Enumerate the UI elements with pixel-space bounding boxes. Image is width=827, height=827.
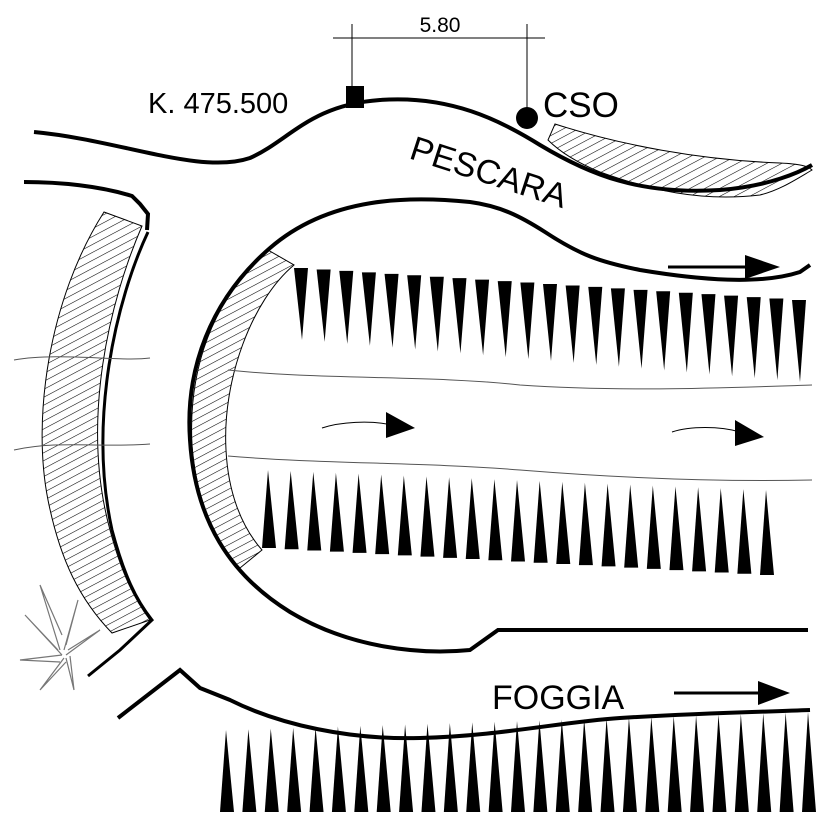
tree-symbol — [633, 289, 648, 369]
tree-row-middle — [262, 470, 774, 575]
river-bank-lower — [13, 443, 813, 482]
tree-symbol — [287, 727, 302, 812]
tree-symbol — [466, 722, 481, 812]
tree-symbol — [284, 470, 299, 550]
tree-symbol — [497, 281, 512, 358]
cso-label: CSO — [543, 86, 619, 125]
left-road-outer-edge — [23, 180, 151, 231]
tree-symbol — [760, 490, 774, 575]
tree-symbol — [724, 295, 739, 377]
tree-symbol — [465, 478, 480, 560]
tree-symbol — [384, 273, 399, 348]
river-flow-arrow — [671, 420, 764, 446]
tree-symbol — [399, 724, 414, 812]
dimension-marker — [333, 24, 545, 112]
tree-symbol — [734, 714, 749, 812]
tree-symbol — [520, 282, 535, 360]
tree-symbol — [779, 712, 794, 812]
tree-symbol — [624, 484, 639, 568]
tree-symbol — [757, 713, 772, 812]
river-bank-upper — [13, 356, 813, 390]
tree-symbol — [712, 714, 727, 812]
tree-symbol — [331, 726, 346, 812]
tree-symbol — [329, 472, 344, 552]
tree-symbol — [667, 716, 682, 812]
tree-symbol — [737, 489, 752, 574]
tree-symbol — [565, 285, 580, 363]
tree-symbol — [443, 723, 458, 812]
tree-symbol — [242, 729, 257, 812]
tree-symbol — [316, 269, 331, 342]
tree-symbol — [555, 719, 570, 812]
tree-symbol — [354, 725, 369, 812]
tree-symbol — [452, 278, 467, 354]
tree-symbol — [375, 474, 390, 555]
tree-symbol — [802, 712, 816, 812]
tree-row-lower — [220, 712, 816, 812]
tree-symbol — [588, 286, 603, 365]
tree-row-upper — [294, 268, 806, 382]
tree-symbol — [533, 720, 548, 812]
tree-symbol — [622, 717, 637, 812]
river-flow-arrow — [321, 412, 415, 438]
tree-symbol — [294, 268, 308, 340]
tree-symbol — [511, 721, 525, 812]
tree-symbol — [792, 300, 806, 382]
tree-symbol — [769, 298, 784, 381]
tree-symbol — [397, 475, 412, 556]
tree-symbol — [669, 486, 684, 571]
tree-symbol — [600, 718, 615, 812]
pescara-direction-arrow — [668, 255, 780, 279]
tree-symbol — [690, 715, 705, 812]
foggia-label: FOGGIA — [492, 679, 625, 717]
tree-symbol — [309, 727, 324, 812]
tree-symbol — [420, 476, 435, 557]
tree-symbol — [361, 272, 376, 346]
tree-symbol — [714, 488, 729, 573]
left-hatched-embankment — [41, 211, 151, 634]
tree-symbol — [645, 716, 660, 812]
tree-symbol — [262, 470, 276, 548]
tree-symbol — [220, 730, 234, 812]
tree-symbol — [692, 487, 707, 572]
loop-ramp-edge — [187, 197, 812, 654]
tree-symbol — [264, 728, 279, 812]
tree-symbol — [678, 292, 693, 373]
tree-symbol — [578, 718, 593, 812]
tree-symbol — [339, 270, 354, 344]
tree-symbol — [578, 482, 593, 566]
tree-symbol — [488, 721, 503, 812]
tree-symbol — [533, 480, 548, 563]
tree-symbol — [421, 723, 436, 812]
tree-symbol — [407, 275, 422, 350]
tree-symbol — [307, 471, 322, 551]
tree-symbol — [701, 294, 716, 375]
tree-symbol — [475, 279, 490, 356]
tree-symbol — [376, 725, 391, 812]
tree-symbol — [511, 480, 525, 562]
tree-symbol — [352, 473, 367, 553]
plant-symbol — [19, 584, 101, 691]
chainage-marker — [346, 86, 364, 108]
foggia-direction-arrow — [674, 681, 790, 705]
tree-symbol — [429, 276, 444, 352]
chainage-label: K. 475.500 — [148, 88, 288, 120]
tree-symbol — [543, 284, 557, 361]
tree-symbol — [656, 291, 671, 371]
upper-hatched-embankment — [547, 123, 813, 198]
tree-symbol — [601, 483, 616, 567]
dimension-label: 5.80 — [420, 14, 461, 37]
cso-marker-dot — [516, 107, 538, 129]
loop-hatched-embankment — [191, 249, 295, 569]
tree-symbol — [746, 297, 761, 379]
tree-symbol — [646, 485, 661, 569]
tree-symbol — [556, 481, 571, 564]
tree-symbol — [610, 288, 625, 367]
tree-symbol — [488, 479, 503, 561]
lower-road-edge — [116, 667, 811, 741]
pescara-label: PESCARA — [406, 129, 573, 215]
tree-symbol — [443, 477, 458, 558]
left-embankment-edge — [87, 231, 155, 678]
